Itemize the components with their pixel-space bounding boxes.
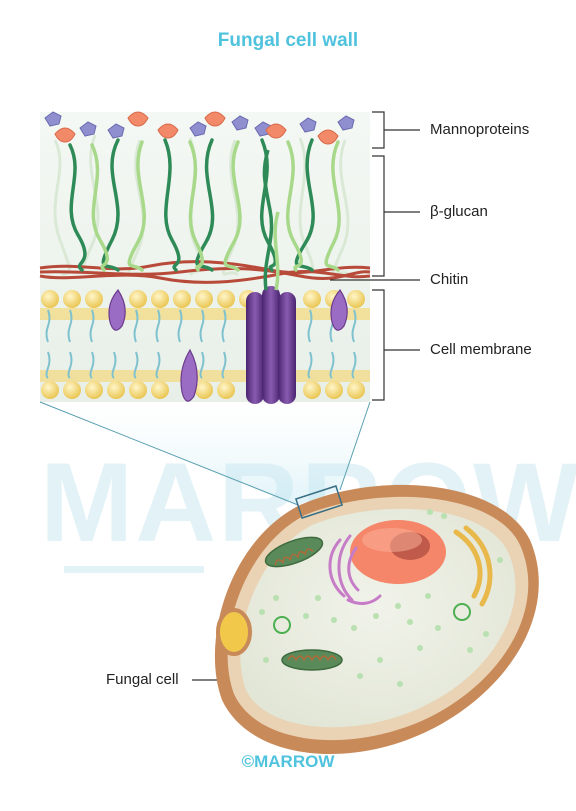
- mitochondria: [264, 536, 343, 671]
- watermark-bar: [64, 566, 204, 573]
- label-beta-glucan: β-glucan: [430, 203, 488, 220]
- cell-wall-panel: [39, 111, 371, 404]
- glucan-synthase-protein: [246, 149, 296, 404]
- label-cell-membrane: Cell membrane: [430, 341, 532, 358]
- diagram-title: Fungal cell wall: [217, 30, 359, 51]
- label-mannoproteins: Mannoproteins: [430, 121, 530, 138]
- mannoproteins: [44, 111, 355, 145]
- golgi-apparatus: [328, 534, 382, 605]
- label-fungal-cell: Fungal cell: [106, 671, 179, 688]
- peripheral-proteins: [108, 289, 348, 402]
- beta-glucan-light: [90, 140, 341, 272]
- fungal-cell: [214, 484, 539, 754]
- label-chitin: Chitin: [430, 271, 469, 288]
- credit-text: ©MARROW: [241, 752, 335, 771]
- crescent-organelle: [453, 525, 493, 607]
- vesicles: [273, 603, 471, 634]
- chitin-layer: [39, 260, 371, 284]
- nucleus: [350, 520, 446, 584]
- small-granules: [259, 509, 503, 687]
- label-brackets: [192, 111, 420, 681]
- magnification-lens: [39, 401, 371, 506]
